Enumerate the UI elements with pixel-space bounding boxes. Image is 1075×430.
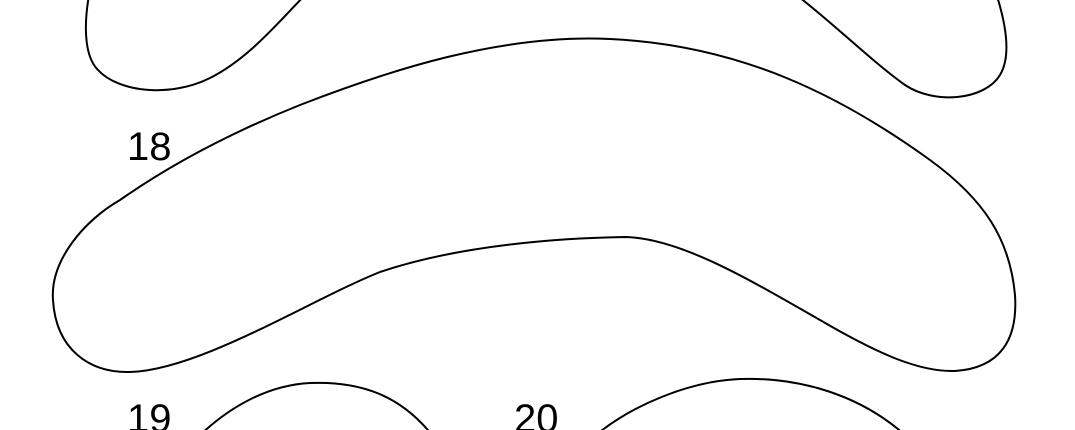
- pattern-piece-18: [51, 37, 1017, 374]
- piece-label-20: 20: [514, 397, 559, 430]
- pattern-piece-20: [600, 377, 901, 430]
- piece-label-19: 19: [127, 397, 172, 430]
- pattern-piece-17: [84, 0, 1008, 99]
- pattern-piece-19: [204, 381, 430, 430]
- piece-label-18: 18: [127, 125, 172, 169]
